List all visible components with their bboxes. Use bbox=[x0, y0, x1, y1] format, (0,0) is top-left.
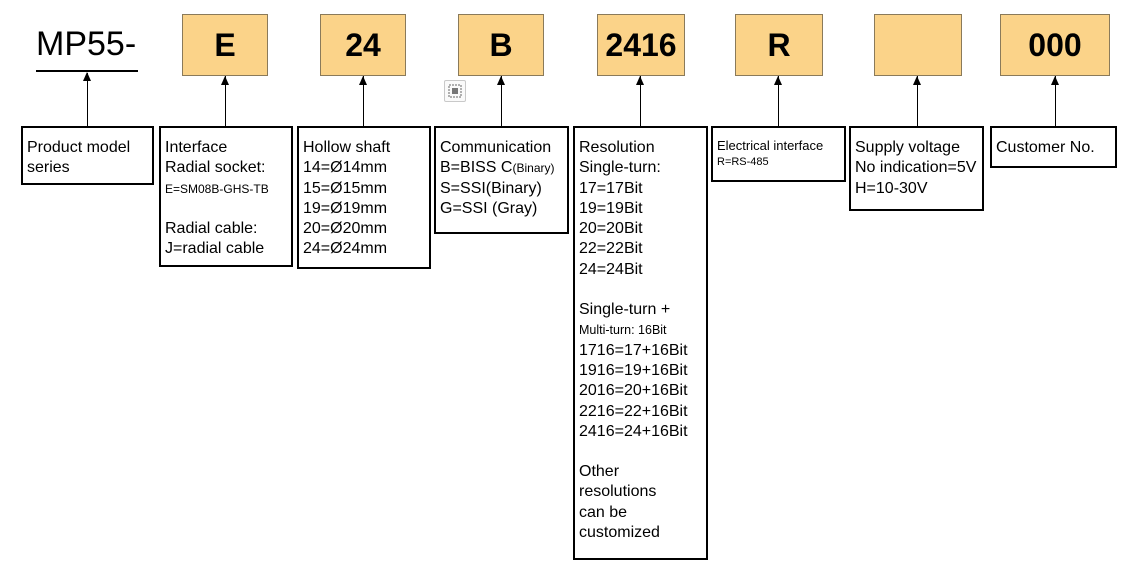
biss-note: (Binary) bbox=[512, 161, 555, 176]
box-text: 19=Ø19mm bbox=[303, 199, 388, 217]
box-title: Interface bbox=[165, 139, 228, 156]
code-box-supply bbox=[874, 14, 962, 76]
box-text: Radial cable: bbox=[165, 219, 258, 237]
arrow-up-icon bbox=[636, 76, 644, 85]
box-text: 24=24Bit bbox=[579, 260, 643, 278]
box-text: 24=Ø24mm bbox=[303, 240, 388, 258]
code-box-shaft: 24 bbox=[320, 14, 406, 76]
arrow-up-icon bbox=[1051, 76, 1059, 85]
box-text: 20=20Bit bbox=[579, 220, 643, 238]
box-resolution: Resolution Single-turn: 17=17Bit 19=19Bi… bbox=[573, 126, 708, 560]
spacer bbox=[579, 442, 702, 462]
arrow-up-icon bbox=[497, 76, 505, 85]
code-box-resolution: 2416 bbox=[597, 14, 685, 76]
box-text: 19=19Bit bbox=[579, 199, 643, 217]
box-title: Hollow shaft bbox=[303, 139, 391, 156]
box-text: 20=Ø20mm bbox=[303, 220, 388, 238]
box-text: customized bbox=[579, 524, 660, 542]
box-customer-no: Customer No. bbox=[990, 126, 1117, 168]
connector-line bbox=[778, 76, 779, 127]
box-text: 1716=17+16Bit bbox=[579, 341, 688, 359]
box-text: Radial socket: bbox=[165, 159, 266, 177]
arrow-up-icon bbox=[83, 72, 91, 81]
connector-line bbox=[87, 73, 88, 127]
box-text: J=radial cable bbox=[165, 240, 265, 258]
box-text: 15=Ø15mm bbox=[303, 179, 388, 197]
box-interface: Interface Radial socket: E=SM08B-GHS-TB … bbox=[159, 126, 293, 267]
box-text: can be bbox=[579, 503, 628, 521]
box-title: Resolution bbox=[579, 139, 655, 156]
box-text: 2216=22+16Bit bbox=[579, 402, 688, 420]
code-box-communication: B bbox=[458, 14, 544, 76]
model-underline bbox=[36, 70, 138, 72]
box-text: Multi-turn: 16Bit bbox=[579, 323, 667, 338]
code-box-customer: 000 bbox=[1000, 14, 1110, 76]
box-text: B=BISS C(Binary) bbox=[440, 158, 563, 178]
box-text: E=SM08B-GHS-TB bbox=[165, 181, 269, 196]
spacer bbox=[579, 280, 702, 300]
connector-line bbox=[917, 76, 918, 127]
box-text: 2016=20+16Bit bbox=[579, 382, 688, 400]
arrow-up-icon bbox=[359, 76, 367, 85]
box-text: Single-turn: bbox=[579, 159, 661, 177]
arrow-up-icon bbox=[774, 76, 782, 85]
box-text: 14=Ø14mm bbox=[303, 159, 388, 177]
connector-line bbox=[501, 76, 502, 127]
box-text: 2416=24+16Bit bbox=[579, 422, 688, 440]
box-text: No indication=5V bbox=[855, 159, 977, 177]
box-communication: Communication B=BISS C(Binary) S=SSI(Bin… bbox=[434, 126, 569, 234]
box-text: series bbox=[27, 159, 70, 177]
connector-line bbox=[363, 76, 364, 127]
box-text: Product model bbox=[27, 139, 131, 156]
box-text: 1916=19+16Bit bbox=[579, 361, 688, 379]
box-hollow-shaft: Hollow shaft 14=Ø14mm 15=Ø15mm 19=Ø19mm … bbox=[297, 126, 431, 269]
connector-line bbox=[225, 76, 226, 127]
biss-label: B=BISS C bbox=[440, 159, 513, 177]
spacer bbox=[165, 199, 287, 219]
connector-line bbox=[1055, 76, 1056, 127]
box-text: G=SSI (Gray) bbox=[440, 199, 538, 217]
box-text: Single-turn + bbox=[579, 301, 671, 319]
box-text: 17=17Bit bbox=[579, 179, 643, 197]
box-product-model: Product model series bbox=[21, 126, 154, 185]
box-supply-voltage: Supply voltage No indication=5V H=10-30V bbox=[849, 126, 984, 211]
box-text: 22=22Bit bbox=[579, 240, 643, 258]
box-electrical-interface: Electrical interface R=RS-485 bbox=[711, 126, 846, 182]
box-title: Customer No. bbox=[996, 139, 1095, 156]
code-box-electrical: R bbox=[735, 14, 823, 76]
box-title: Electrical interface bbox=[717, 138, 824, 153]
box-text: resolutions bbox=[579, 483, 657, 501]
code-box-interface: E bbox=[182, 14, 268, 76]
arrow-up-icon bbox=[913, 76, 921, 85]
connector-line bbox=[640, 76, 641, 127]
select-icon[interactable] bbox=[444, 80, 466, 102]
arrow-up-icon bbox=[221, 76, 229, 85]
box-title: Communication bbox=[440, 139, 552, 156]
box-text: H=10-30V bbox=[855, 179, 928, 197]
box-text: S=SSI(Binary) bbox=[440, 179, 542, 197]
box-title: Supply voltage bbox=[855, 139, 960, 156]
box-text: R=RS-485 bbox=[717, 156, 769, 168]
model-prefix: MP55- bbox=[36, 25, 137, 63]
box-text: Other bbox=[579, 463, 620, 481]
